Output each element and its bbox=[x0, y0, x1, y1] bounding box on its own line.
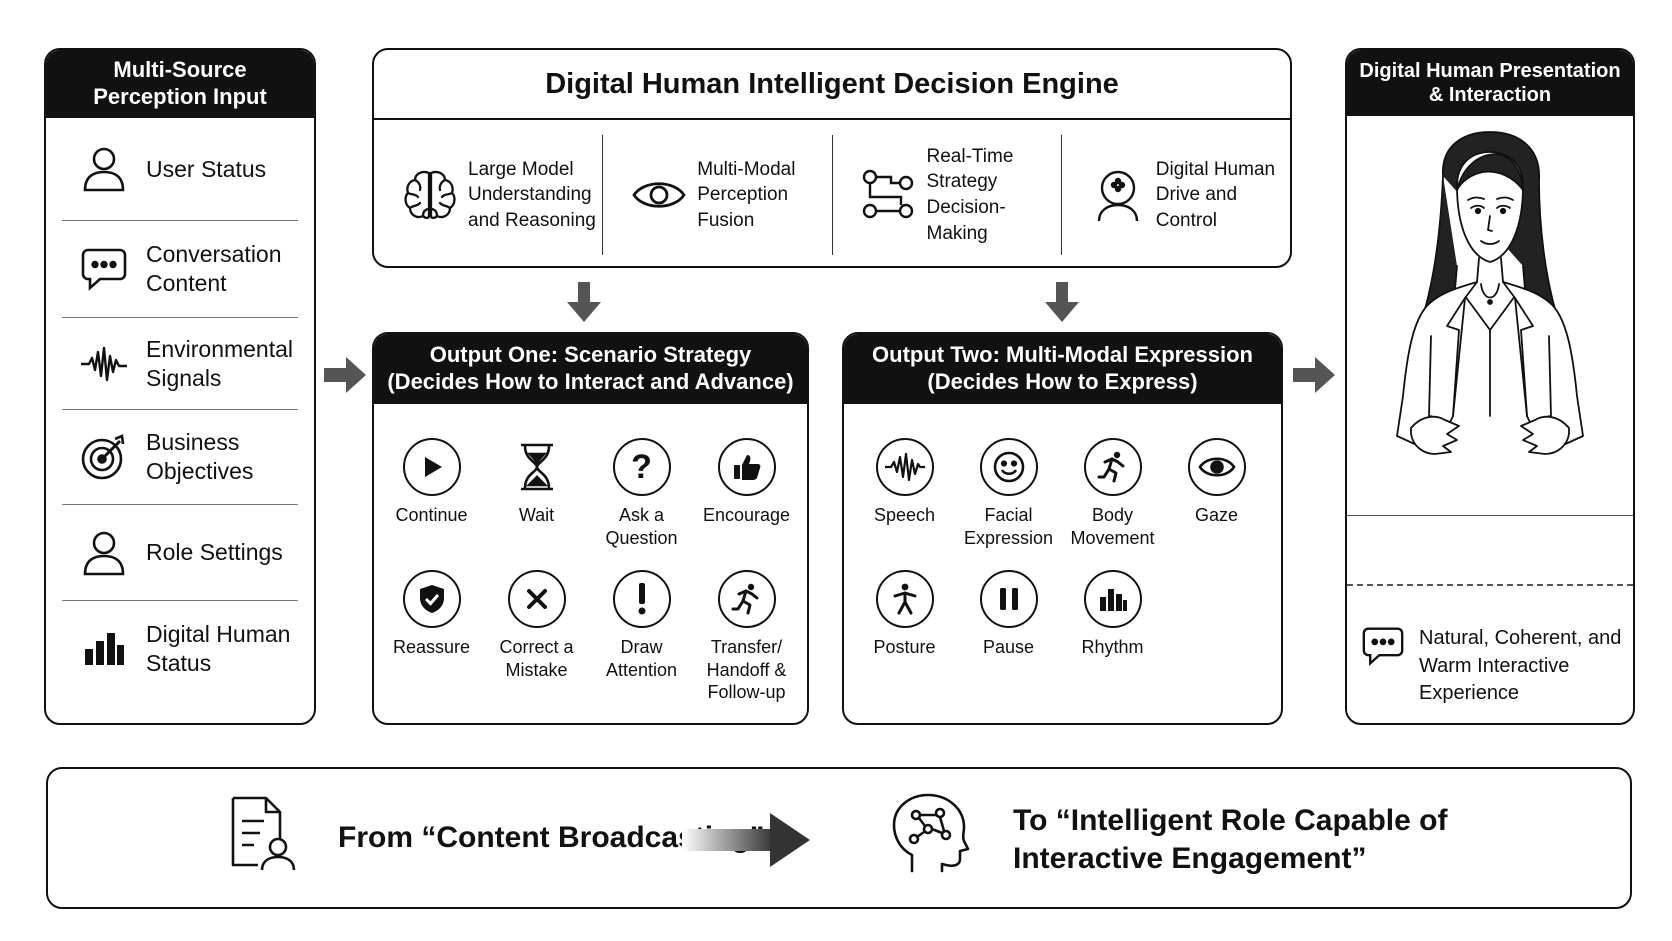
strategy-label: Wait bbox=[518, 505, 555, 525]
right-arrow-icon bbox=[324, 357, 366, 393]
strategy-transfer-handoff: Transfer/Handoff &Follow-up bbox=[694, 570, 799, 704]
strategy-reassure: Reassure bbox=[379, 570, 484, 659]
expression-speech: Speech bbox=[852, 438, 957, 527]
perception-input-panel: Multi-Source Perception Input User Statu… bbox=[44, 48, 316, 725]
presentation-title: Digital Human Presentation & Interaction bbox=[1347, 50, 1633, 116]
input-user-status: User Status bbox=[62, 118, 298, 221]
expression-label: Posture bbox=[873, 637, 936, 657]
smile-icon bbox=[979, 438, 1038, 496]
pause-icon bbox=[979, 570, 1038, 628]
waveform-icon bbox=[62, 344, 146, 384]
user-icon bbox=[62, 144, 146, 194]
expression-posture: Posture bbox=[852, 570, 957, 659]
gradient-arrow-icon bbox=[682, 809, 812, 876]
expression-label: Rhythm bbox=[1081, 637, 1144, 657]
head-network-icon bbox=[890, 791, 970, 880]
to-label: To “Intelligent Role Capable of Interact… bbox=[1013, 804, 1448, 875]
output-one-panel: Output One: Scenario Strategy (Decides H… bbox=[372, 332, 809, 725]
input-label: Role Settings bbox=[146, 539, 283, 566]
down-arrow-icon bbox=[1045, 282, 1079, 322]
bar-chart-icon bbox=[62, 631, 146, 667]
input-label: User Status bbox=[146, 155, 267, 182]
waveform-icon bbox=[875, 438, 934, 496]
perception-input-title: Multi-Source Perception Input bbox=[46, 50, 314, 118]
strategy-encourage: Encourage bbox=[694, 438, 799, 527]
right-arrow-icon bbox=[1293, 357, 1335, 393]
document-person-icon bbox=[228, 795, 300, 878]
brain-icon bbox=[398, 167, 462, 223]
user-icon bbox=[62, 528, 146, 578]
chat-bubble-icon bbox=[1361, 625, 1405, 672]
question-icon: ? bbox=[612, 438, 671, 496]
decision-engine-title: Digital Human Intelligent Decision Engin… bbox=[374, 50, 1290, 120]
expression-gaze: Gaze bbox=[1164, 438, 1269, 527]
output-two-panel: Output Two: Multi-Modal Expression (Deci… bbox=[842, 332, 1283, 725]
exclamation-icon bbox=[612, 570, 671, 628]
output-two-title: Output Two: Multi-Modal Expression (Deci… bbox=[844, 334, 1281, 404]
output-one-title: Output One: Scenario Strategy (Decides H… bbox=[374, 334, 807, 404]
presentation-panel: Digital Human Presentation & Interaction bbox=[1345, 48, 1635, 725]
digital-human-portrait bbox=[1347, 116, 1633, 516]
expression-label: Pause bbox=[982, 637, 1035, 657]
experience-label: Natural, Coherent, and Warm Interactive … bbox=[1419, 627, 1622, 705]
decision-engine-panel: Digital Human Intelligent Decision Engin… bbox=[372, 48, 1292, 268]
flow-nodes-icon bbox=[857, 167, 921, 223]
target-icon bbox=[62, 432, 146, 482]
shield-check-icon bbox=[402, 570, 461, 628]
strategy-wait: Wait bbox=[484, 438, 589, 527]
experience-statement: Natural, Coherent, and Warm Interactive … bbox=[1361, 625, 1621, 708]
dashed-divider bbox=[1347, 584, 1633, 586]
chat-bubble-icon bbox=[62, 246, 146, 292]
expression-label: Speech bbox=[873, 505, 936, 525]
expression-pause: Pause bbox=[956, 570, 1061, 659]
robot-head-icon bbox=[1086, 167, 1150, 223]
standing-person-icon bbox=[875, 570, 934, 628]
eye-icon bbox=[627, 175, 691, 215]
x-icon bbox=[507, 570, 566, 628]
input-role-settings: Role Settings bbox=[62, 505, 298, 601]
down-arrow-icon bbox=[567, 282, 601, 322]
strategy-label: Continue bbox=[395, 505, 468, 525]
strategy-continue: Continue bbox=[379, 438, 484, 527]
bar-chart-icon bbox=[1083, 570, 1142, 628]
eye-icon bbox=[1187, 438, 1246, 496]
hourglass-icon bbox=[508, 438, 566, 496]
expression-rhythm: Rhythm bbox=[1060, 570, 1165, 659]
play-icon bbox=[402, 438, 461, 496]
strategy-label: Encourage bbox=[702, 505, 791, 525]
strategy-label: Reassure bbox=[392, 637, 471, 657]
running-person-icon bbox=[717, 570, 776, 628]
thumbs-up-icon bbox=[717, 438, 776, 496]
strategy-label: Transfer/Handoff &Follow-up bbox=[706, 637, 787, 702]
transformation-banner: From “Content Broadcasting” To “Intellig… bbox=[46, 767, 1632, 909]
expression-label: Gaze bbox=[1194, 505, 1239, 525]
running-person-icon bbox=[1083, 438, 1142, 496]
